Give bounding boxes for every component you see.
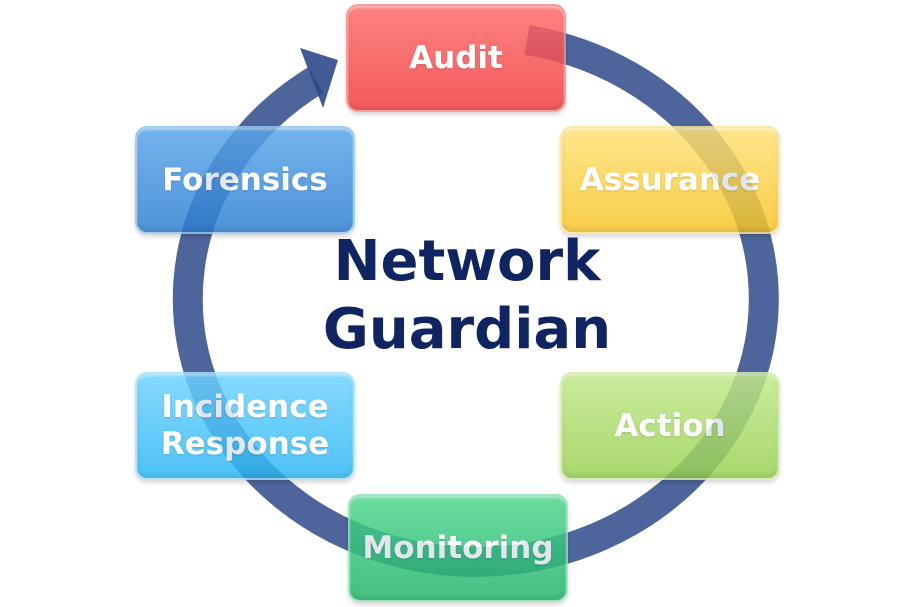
cycle-arrow-head-icon bbox=[300, 48, 338, 108]
diagram-title-line-1: Network bbox=[333, 229, 601, 294]
stage-monitoring-label: Monitoring bbox=[362, 529, 554, 566]
stage-monitoring: Monitoring bbox=[348, 494, 568, 602]
stage-assurance: Assurance bbox=[560, 126, 780, 234]
stage-incidence-response-text: Incidence Response bbox=[161, 389, 329, 463]
stage-incidence-response: Incidence Response bbox=[135, 372, 355, 480]
stage-action: Action bbox=[560, 372, 780, 480]
stage-assurance-label: Assurance bbox=[579, 161, 761, 198]
diagram-title: Network Guardian bbox=[307, 228, 627, 364]
diagram-title-line-2: Guardian bbox=[322, 297, 612, 362]
stage-forensics-label: Forensics bbox=[162, 161, 328, 198]
stage-incidence-line-1: Incidence bbox=[161, 389, 329, 425]
stage-audit: Audit bbox=[346, 4, 566, 112]
stage-action-label: Action bbox=[614, 407, 726, 444]
stage-forensics: Forensics bbox=[135, 126, 355, 234]
stage-audit-label: Audit bbox=[409, 39, 503, 76]
stage-incidence-line-2: Response bbox=[160, 426, 330, 462]
